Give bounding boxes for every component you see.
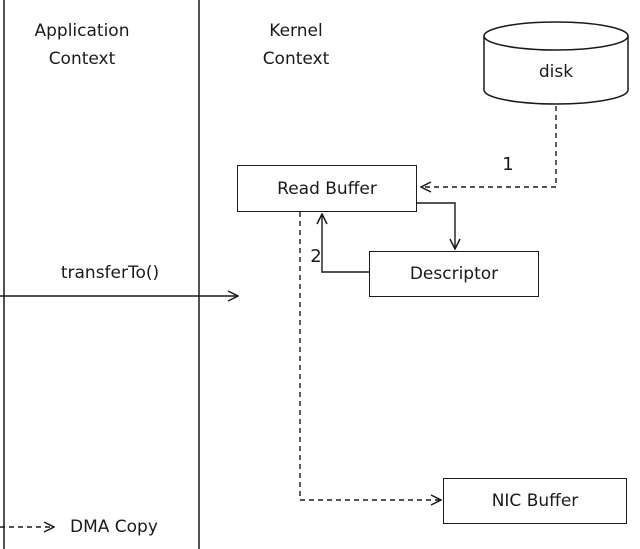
kernel-context-label: Kernel Context (262, 21, 330, 69)
application-context-label: Application Context (34, 21, 130, 69)
read-buffer-box: Read Buffer (237, 165, 417, 212)
arrow-descriptor-to-read-buffer (322, 214, 370, 273)
nic-buffer-label: NIC Buffer (491, 491, 579, 511)
dma-arrow-read-buffer-to-nic-buffer (299, 212, 441, 500)
transfer-to-label: transferTo() (60, 263, 160, 283)
descriptor-label: Descriptor (409, 264, 499, 284)
dma-arrow-disk-to-read-buffer (421, 106, 557, 187)
disk-label: disk (538, 62, 574, 82)
descriptor-box: Descriptor (369, 251, 539, 297)
nic-buffer-box: NIC Buffer (443, 478, 627, 524)
step-1-label: 1 (502, 154, 514, 175)
arrow-read-buffer-to-descriptor (417, 202, 455, 249)
step-2-label: 2 (310, 246, 322, 267)
disk-cylinder (483, 21, 629, 105)
legend-dma-copy-label: DMA Copy (70, 517, 158, 537)
read-buffer-label: Read Buffer (277, 178, 377, 199)
